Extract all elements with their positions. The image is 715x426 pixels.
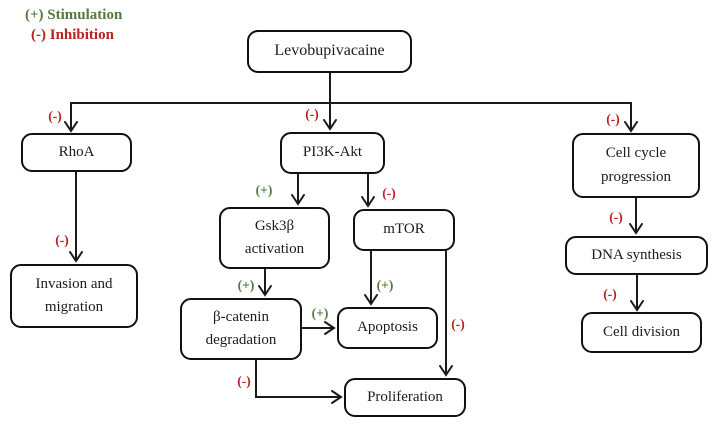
node-pi3k-akt: PI3K-Akt xyxy=(280,132,385,174)
node-dna-synthesis: DNA synthesis xyxy=(565,236,708,275)
node-invasion-migration: Invasion and migration xyxy=(10,264,138,328)
legend-stimulation: (+) Stimulation xyxy=(25,7,123,23)
edge-bcatenin-proliferation xyxy=(255,359,343,404)
sign-levobupivacaine-rhoa: (-) xyxy=(48,108,62,124)
edge-mtor-apoptosis xyxy=(364,250,378,306)
edge-pi3k-gsk3b xyxy=(291,173,305,206)
edge-rhoa-invasion xyxy=(69,171,83,263)
sign-bcatenin-proliferation: (-) xyxy=(237,373,251,389)
edge-cellcycle-dna xyxy=(629,197,643,235)
node-mtor: mTOR xyxy=(353,209,455,251)
sign-pi3k-gsk3b: (+) xyxy=(255,182,273,198)
sign-pi3k-mtor: (-) xyxy=(382,185,396,201)
edge-pi3k-mtor xyxy=(361,173,375,208)
edge-bcatenin-apoptosis xyxy=(301,321,336,335)
node-cell-division: Cell division xyxy=(581,312,702,353)
sign-rhoa-invasion: (-) xyxy=(55,232,69,248)
node-rhoa: RhoA xyxy=(21,133,132,172)
node-levobupivacaine: Levobupivacaine xyxy=(247,30,412,73)
node-b-catenin-degradation: β-catenin degradation xyxy=(180,298,302,360)
sign-gsk3b-bcatenin: (+) xyxy=(237,277,255,293)
edge-gsk3b-bcatenin xyxy=(258,268,272,297)
sign-cellcycle-dna: (-) xyxy=(609,209,623,225)
sign-bcatenin-apoptosis: (+) xyxy=(311,305,329,321)
sign-levobupivacaine-pi3k: (-) xyxy=(305,106,319,122)
node-gsk3b-activation: Gsk3β activation xyxy=(219,207,330,269)
sign-levobupivacaine-cellcycle: (-) xyxy=(606,111,620,127)
node-proliferation: Proliferation xyxy=(344,378,466,417)
edge-mtor-proliferation xyxy=(439,250,453,377)
edge-levobupivacaine-cellcycle xyxy=(624,102,638,133)
node-apoptosis: Apoptosis xyxy=(337,307,438,349)
sign-mtor-proliferation: (-) xyxy=(451,316,465,332)
edge-levobupivacaine-rhoa xyxy=(64,102,78,133)
node-cell-cycle-progression: Cell cycle progression xyxy=(572,133,700,198)
sign-dna-celldivision: (-) xyxy=(603,286,617,302)
edge-levobupivacaine-pi3k xyxy=(323,72,337,131)
sign-mtor-apoptosis: (+) xyxy=(376,277,394,293)
legend-inhibition: (-) Inhibition xyxy=(31,27,114,43)
edge-dna-celldivision xyxy=(630,274,644,312)
